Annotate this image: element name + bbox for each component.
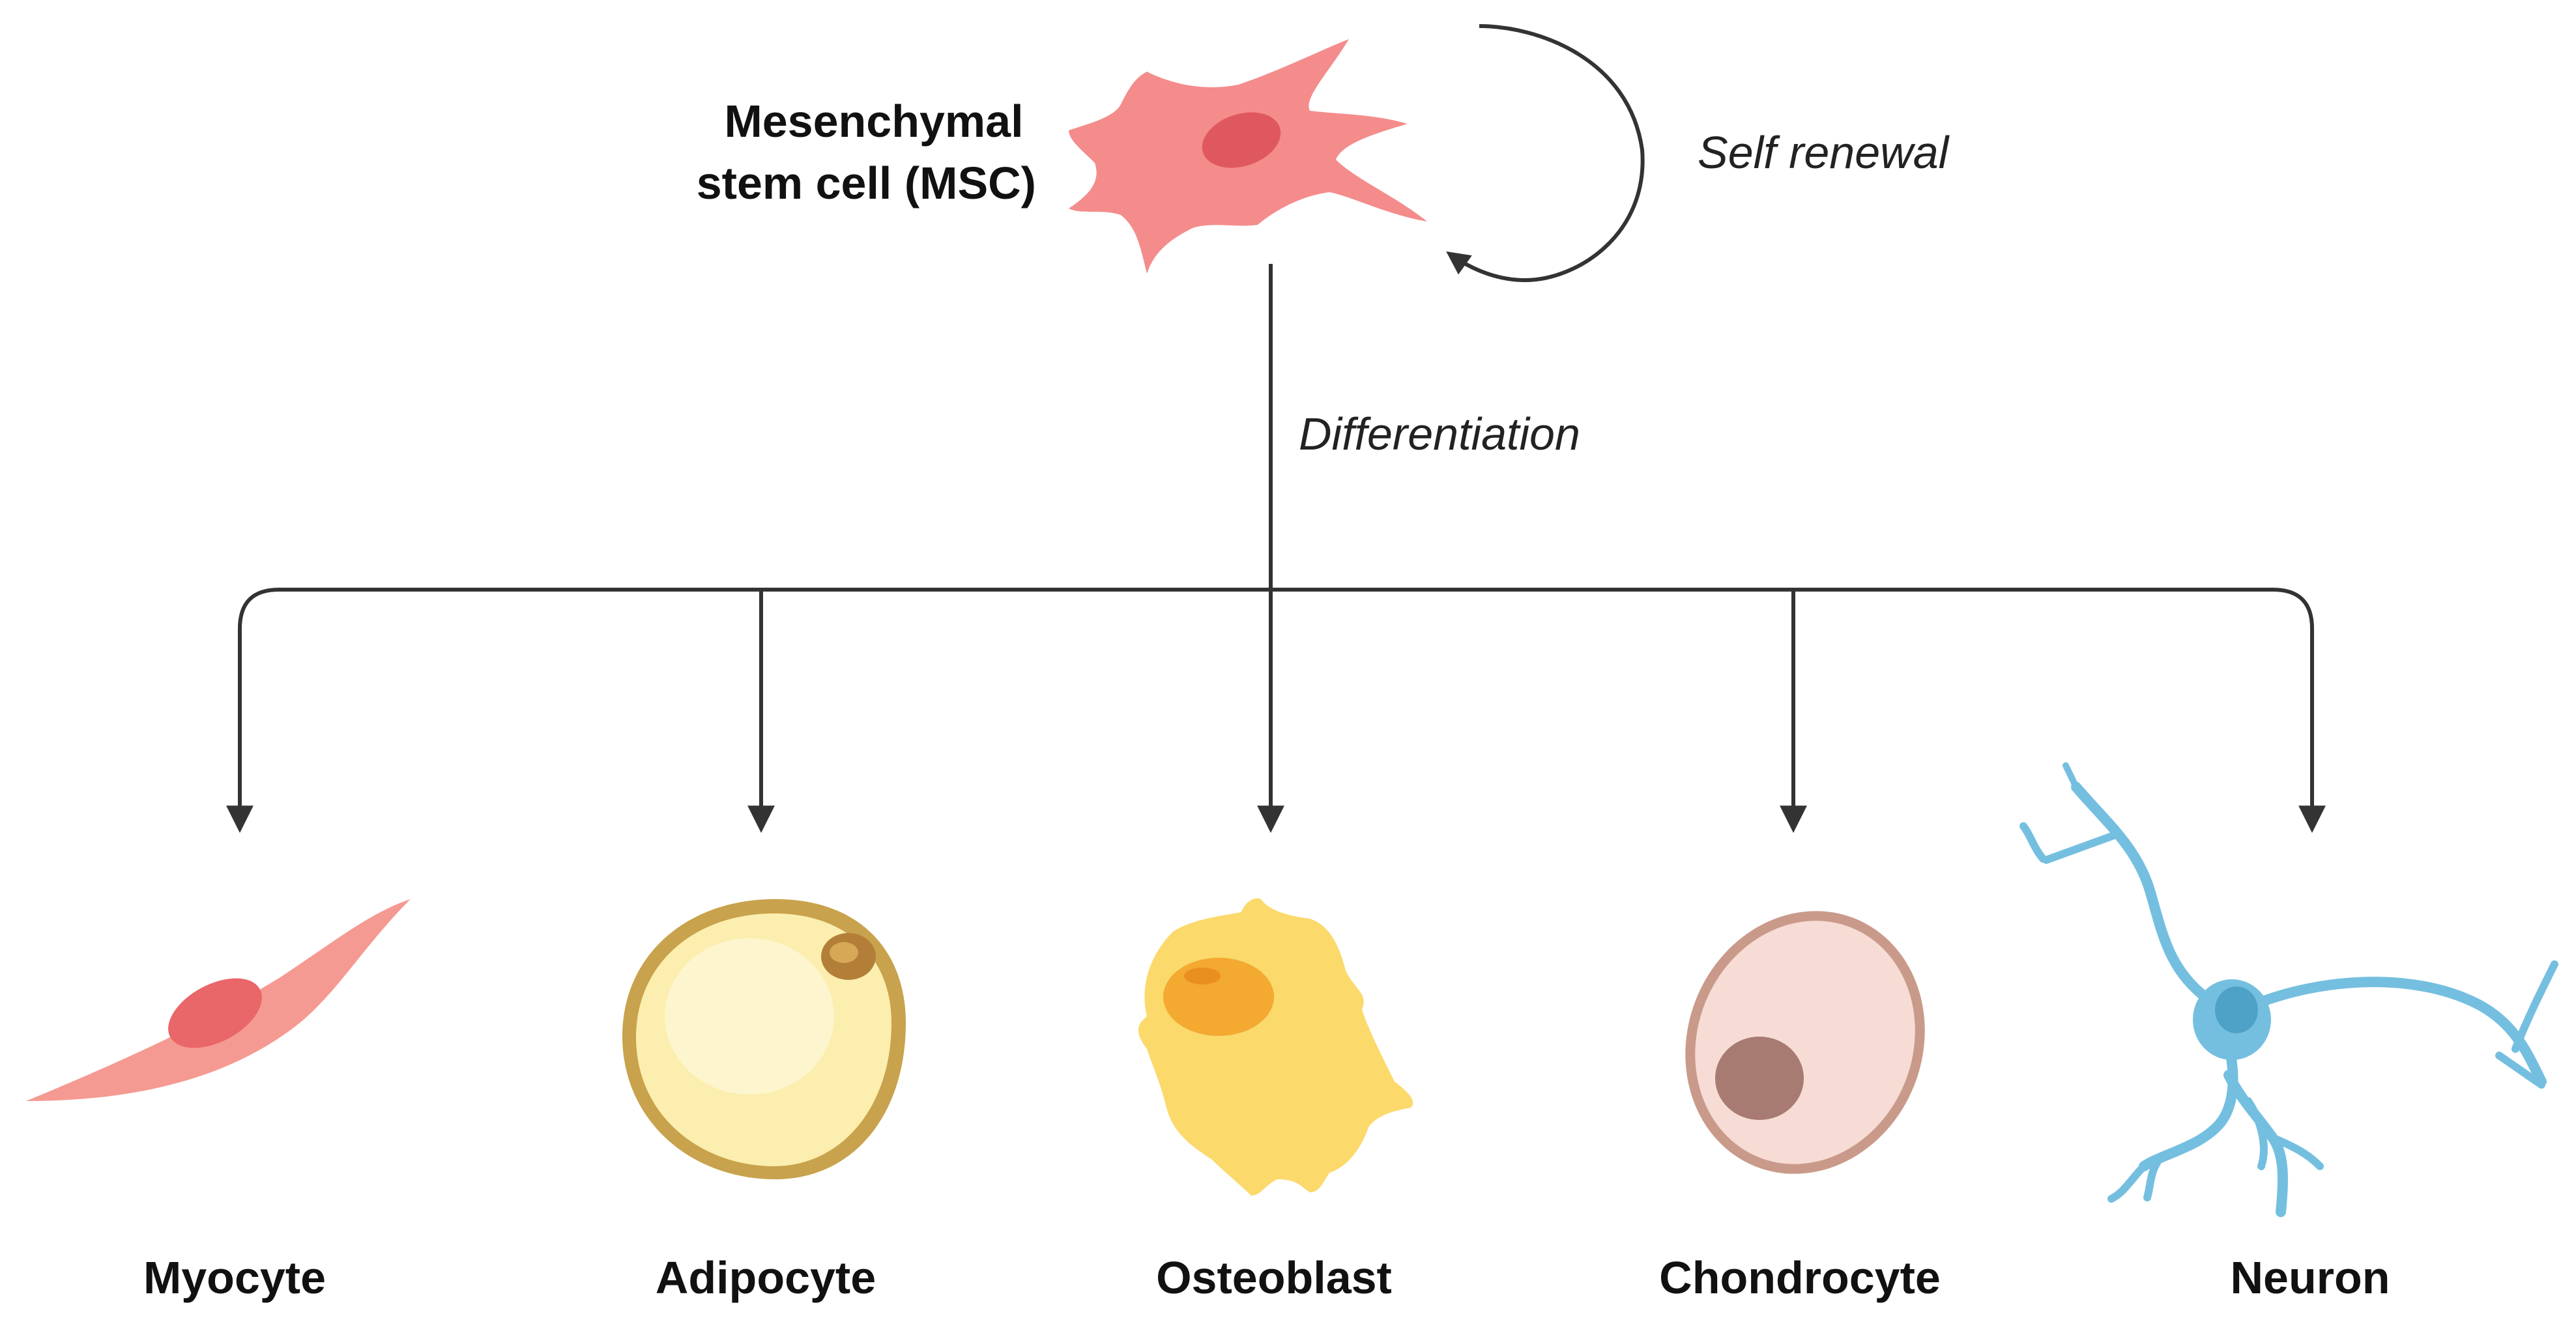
myocyte-icon bbox=[26, 899, 411, 1101]
cell-label-adipocyte: Adipocyte bbox=[656, 1252, 876, 1303]
adipocyte-icon bbox=[622, 899, 906, 1179]
branch-bus-line bbox=[226, 588, 2326, 833]
msc-icon bbox=[1069, 39, 1427, 274]
self-renewal-label: Self renewal bbox=[1698, 127, 1950, 178]
neuron-icon bbox=[2019, 762, 2558, 1217]
cell-label-neuron: Neuron bbox=[2231, 1252, 2390, 1303]
chondrocyte-icon bbox=[1685, 911, 1925, 1174]
msc-label: Mesenchymal stem cell (MSC) bbox=[697, 96, 1036, 208]
cell-label-chondrocyte: Chondrocyte bbox=[1659, 1252, 1941, 1303]
osteoblast-icon bbox=[1138, 898, 1413, 1196]
cell-label-osteoblast: Osteoblast bbox=[1156, 1252, 1392, 1303]
msc-label-line1: Mesenchymal bbox=[724, 96, 1023, 147]
msc-label-line2: stem cell (MSC) bbox=[697, 158, 1036, 208]
self-renewal-arrow bbox=[1446, 24, 1645, 283]
cell-label-myocyte: Myocyte bbox=[143, 1252, 326, 1303]
differentiation-label: Differentiation bbox=[1299, 409, 1580, 459]
